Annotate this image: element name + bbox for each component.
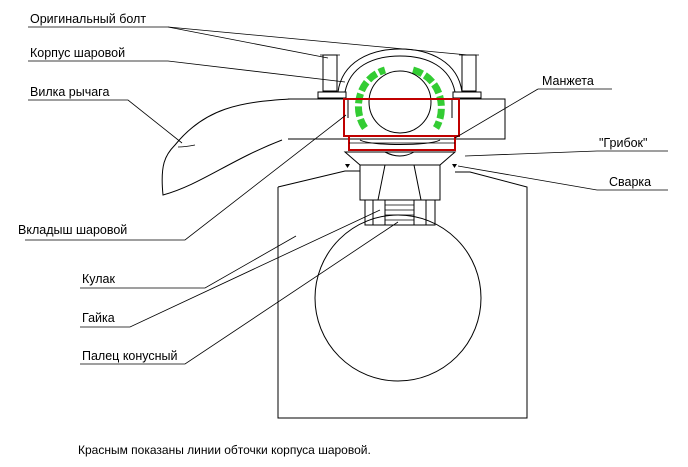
label-cuff: Манжета [542, 74, 594, 88]
bolt-right [461, 54, 477, 92]
ball-liner [347, 66, 453, 145]
label-ball-liner: Вкладыш шаровой [18, 223, 127, 237]
leader-lines [25, 26, 668, 365]
knuckle-bore [314, 214, 482, 382]
ball-housing [317, 48, 482, 99]
mushroom [343, 151, 457, 168]
label-ball-housing: Корпус шаровой [30, 46, 125, 60]
label-weld: Сварка [609, 175, 651, 189]
bolt-left [322, 54, 338, 92]
tapered-pin [359, 164, 441, 201]
lever-fork [161, 98, 506, 196]
label-mushroom: "Грибок" [599, 136, 647, 150]
caption: Красным показаны линии обточки корпуса ш… [78, 443, 371, 457]
weld-left [345, 164, 350, 168]
knuckle-body [277, 170, 528, 419]
label-original-bolt: Оригинальный болт [30, 12, 146, 26]
label-lever-fork: Вилка рычага [30, 85, 109, 99]
labels: Оригинальный болт Корпус шаровой Вилка р… [18, 12, 651, 457]
label-nut: Гайка [82, 311, 115, 325]
label-tapered-pin: Палец конусный [82, 349, 178, 363]
weld-right [452, 164, 457, 168]
nut [364, 199, 436, 226]
cut-lines [343, 98, 460, 151]
label-knuckle: Кулак [82, 272, 116, 286]
